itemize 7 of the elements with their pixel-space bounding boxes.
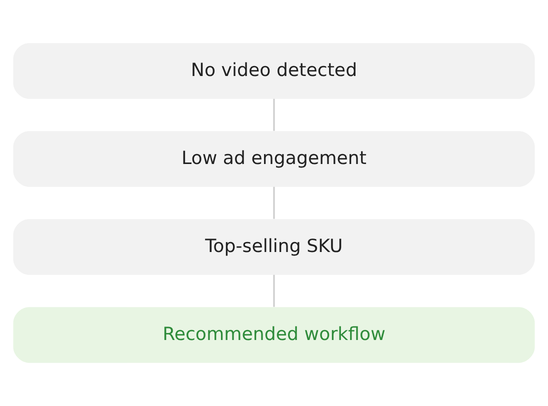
- node-box: Low ad engagement: [13, 131, 535, 187]
- connector: [273, 274, 275, 307]
- node-box: No video detected: [13, 43, 535, 99]
- connector: [273, 186, 275, 219]
- node-box: Recommended workflow: [13, 307, 535, 363]
- connector: [273, 98, 275, 131]
- node-box: Top-selling SKU: [13, 219, 535, 275]
